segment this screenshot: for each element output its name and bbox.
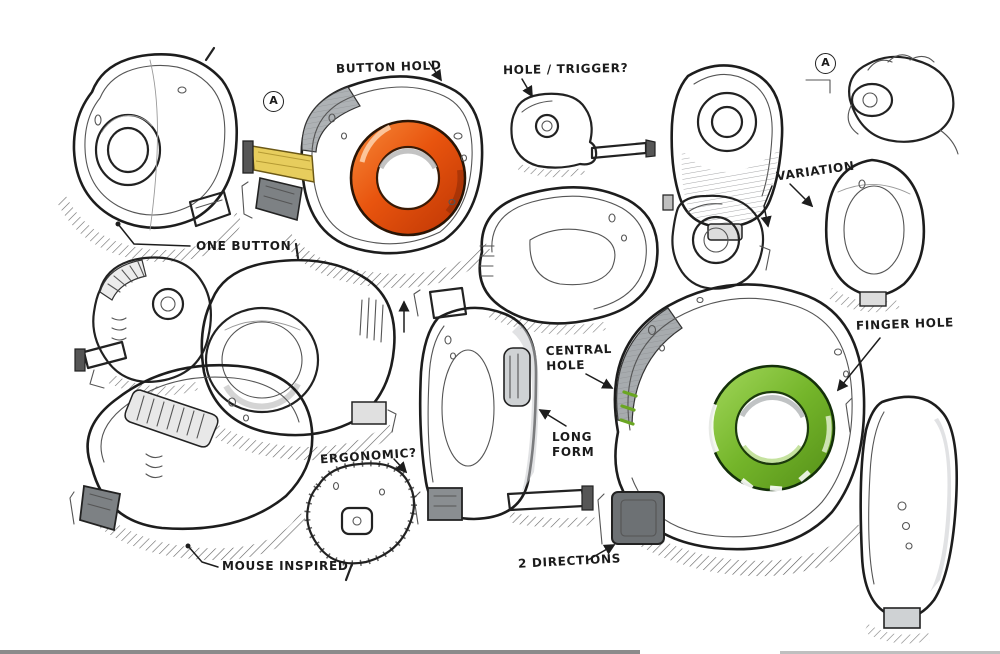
arrow-variation-egg: [789, 183, 814, 208]
sketch-green-concept: [597, 283, 866, 577]
arrow-ergonomic: [393, 458, 408, 474]
tape-blade: [590, 141, 648, 160]
button-ribs: [124, 389, 219, 448]
belt-clip: [611, 491, 665, 545]
tape-blade: [251, 145, 315, 183]
arrow-hole-trigger: [521, 78, 533, 98]
arrow-variation-small: [760, 185, 773, 228]
shadow-hatch: [92, 512, 306, 561]
arrow-long-form: [538, 409, 567, 427]
sketch-ergonomic-blob: [304, 460, 417, 582]
arrow-two-directions: [587, 544, 616, 561]
foot: [859, 291, 887, 307]
opening: [204, 306, 320, 414]
sketch-c-shape-variation: [671, 194, 771, 290]
index-marker-a-left: A: [263, 91, 284, 112]
foot: [351, 401, 387, 425]
sketch-blob-top-view: [478, 186, 659, 335]
arrow-finger-hole: [836, 337, 881, 392]
sketch-hand-grip: [805, 54, 959, 155]
tape-blade: [82, 340, 128, 370]
belt-clip: [255, 177, 303, 222]
sketch-round-concept-top-left: [58, 46, 242, 262]
sketch-long-form: [413, 286, 596, 528]
shadow-hatch: [58, 196, 242, 262]
leader-one-button: [115, 221, 191, 247]
shadow-hatch: [486, 308, 606, 335]
shadow-hatch: [518, 164, 585, 178]
tape-hook: [645, 139, 656, 158]
leader-mouse-inspired: [185, 543, 219, 568]
shadow-hatch: [202, 420, 394, 461]
tape-hook: [581, 485, 594, 511]
belt-clip: [188, 190, 232, 228]
grip-ribs: [99, 259, 147, 301]
through-hole: [734, 390, 810, 466]
finger-hole-opening: [696, 91, 758, 153]
arrow-central-hole: [585, 373, 614, 389]
through-hole: [375, 145, 441, 211]
sketch-tall-form-right: [845, 395, 959, 644]
annotation-hole-trigger: HOLE / TRIGGER?: [502, 60, 629, 78]
belt-clip: [427, 487, 463, 521]
side-clip: [503, 347, 531, 407]
sketch-front-view-top-right: [662, 64, 784, 241]
shadow-hatch: [630, 520, 862, 577]
sketch-shell-opening: [200, 242, 397, 461]
shadow-hatch: [864, 624, 930, 644]
front-clip: [79, 484, 122, 532]
held-object: [850, 82, 894, 118]
annotation-central-hole: CENTRAL HOLE: [545, 341, 613, 374]
foot: [883, 607, 921, 629]
sketch-side-view-small: [510, 92, 656, 178]
tape-hook: [74, 348, 86, 372]
annotation-long-form: LONG FORM: [552, 430, 595, 459]
index-marker-a-right: A: [815, 53, 836, 74]
tape-hook: [242, 140, 254, 174]
top-tab: [428, 286, 468, 320]
scan-edge-bottom-right: [780, 651, 1000, 654]
annotation-mouse-inspired: MOUSE INSPIRED: [222, 559, 349, 573]
sketch-mouse-inspired: [69, 363, 314, 561]
annotation-one-button: ONE BUTTON: [196, 239, 292, 253]
shadow-hatch: [508, 512, 596, 528]
tape-hook: [662, 194, 674, 211]
annotation-arrows: [115, 61, 881, 568]
scan-edge-bottom-left: [0, 650, 640, 654]
sketch-orange-concept: [241, 75, 490, 288]
arrow-button-hold: [428, 61, 442, 82]
sketch-small-tape-left: [74, 256, 213, 396]
sketch-egg-variation: [824, 158, 926, 313]
shadow-hatch: [282, 232, 490, 288]
finger-hole-opening: [94, 113, 162, 187]
